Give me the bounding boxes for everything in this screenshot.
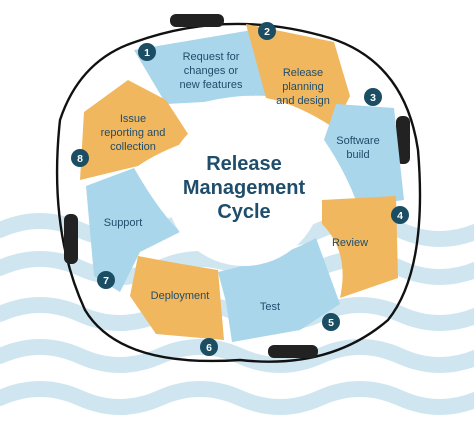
step-8-badge: [71, 149, 89, 167]
step-6: Deployment 6: [151, 290, 218, 356]
cycle-segments: [80, 24, 404, 342]
step-3-number: 3: [370, 92, 376, 104]
step-1: Request for changes or new features 1: [138, 43, 243, 91]
step-1-badge: [138, 43, 156, 61]
title-line-2: Management: [183, 177, 306, 199]
segment-1-request: [134, 30, 268, 104]
step-5-badge: [322, 313, 340, 331]
segment-5-test: [218, 238, 340, 342]
step-2-badge: [258, 22, 276, 40]
step-6-number: 6: [206, 342, 212, 354]
wave-4: [0, 339, 474, 373]
rope-clip-right: [396, 116, 410, 164]
segment-6-deployment: [130, 256, 224, 340]
step-2-label-line-2: planning: [282, 81, 324, 93]
step-1-number: 1: [144, 47, 150, 59]
step-8: Issue reporting and collection 8: [71, 113, 165, 167]
step-5-number: 5: [328, 317, 334, 329]
step-1-label-line-3: new features: [180, 79, 243, 91]
step-3-label-line-1: Software: [336, 135, 379, 147]
step-6-badge: [200, 338, 218, 356]
step-8-number: 8: [77, 153, 83, 165]
step-1-label-line-1: Request for: [183, 51, 240, 63]
step-2: Release planning and design 2: [258, 22, 330, 107]
segment-3-build: [324, 104, 404, 206]
title-line-3: Cycle: [217, 201, 270, 223]
step-3: Software build 3: [336, 88, 382, 161]
step-8-label-line-2: reporting and: [101, 127, 166, 139]
rope-clip-left: [64, 214, 78, 264]
step-3-label-line-2: build: [346, 149, 369, 161]
center-circle: [166, 110, 322, 266]
step-4-number: 4: [397, 210, 403, 222]
step-2-number: 2: [264, 26, 270, 38]
step-2-label-line-3: and design: [276, 95, 330, 107]
segment-2-planning: [246, 24, 350, 128]
step-7: Support 7: [97, 217, 142, 289]
step-7-number: 7: [103, 275, 109, 287]
rope-outline: [55, 22, 422, 363]
step-1-label-line-2: changes or: [184, 65, 239, 77]
step-4: Review 4: [332, 206, 409, 249]
step-3-badge: [364, 88, 382, 106]
segment-7-support: [86, 168, 180, 292]
step-6-label-line-1: Deployment: [151, 290, 210, 302]
step-2-label-line-1: Release: [283, 67, 323, 79]
rope-clip-top: [170, 14, 224, 27]
wave-5: [0, 381, 474, 415]
rope-clip-bottom: [268, 345, 318, 358]
step-5-label-line-1: Test: [260, 301, 280, 313]
step-5: Test 5: [260, 301, 340, 331]
step-4-label-line-1: Review: [332, 237, 368, 249]
segment-8-issue: [80, 80, 192, 180]
step-7-label-line-1: Support: [104, 217, 143, 229]
step-4-badge: [391, 206, 409, 224]
step-7-badge: [97, 271, 115, 289]
step-8-label-line-1: Issue: [120, 113, 146, 125]
step-8-label-line-3: collection: [110, 141, 156, 153]
segment-4-review: [322, 196, 398, 298]
title-line-1: Release: [206, 153, 282, 175]
rope-clips: [64, 14, 410, 358]
